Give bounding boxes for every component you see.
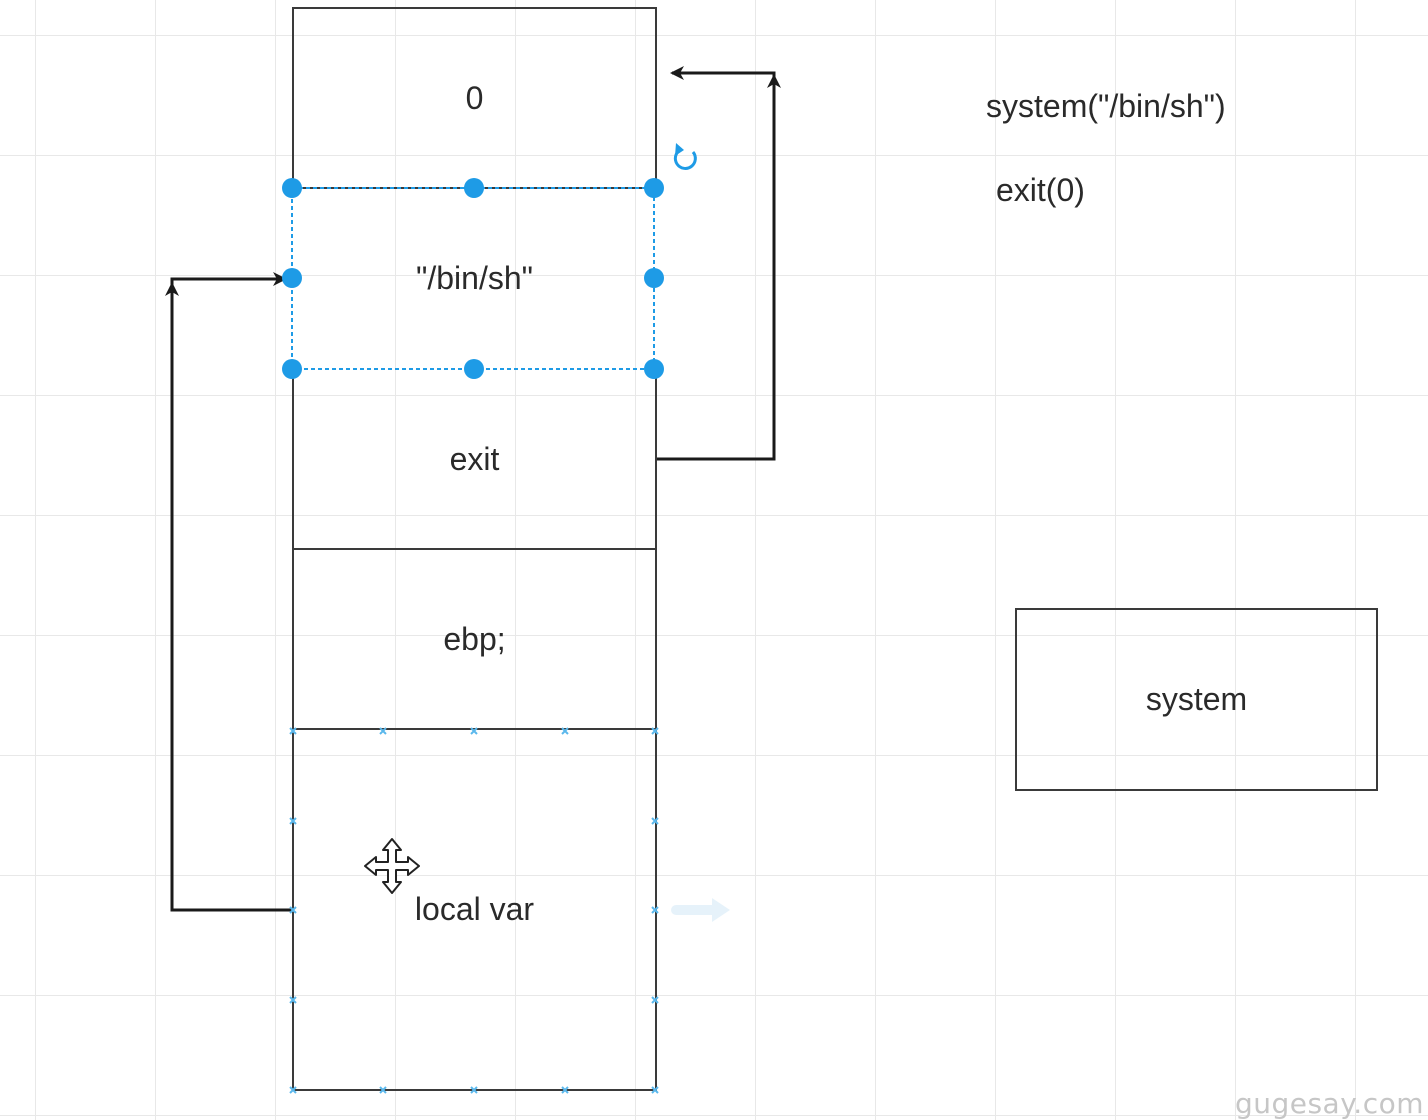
note-exit-call[interactable]: exit(0) [996, 172, 1085, 208]
stack-cell-exit[interactable]: exit [292, 368, 657, 550]
stack-cell-zero[interactable]: 0 [292, 7, 657, 189]
arrow-exit-to-zero[interactable] [657, 66, 776, 461]
stack-cell-exit-label: exit [449, 440, 500, 477]
stack-cell-zero-label: 0 [465, 79, 484, 116]
stack-cell-binsh-label: "/bin/sh" [416, 259, 533, 296]
stack-cell-local-var-label: local var [414, 891, 535, 927]
move-cursor-icon [364, 838, 420, 894]
note-system-call[interactable]: system("/bin/sh") [986, 88, 1226, 124]
arrow-localvar-to-binsh[interactable] [170, 272, 292, 912]
stack-cell-local-var[interactable]: local var [292, 728, 657, 1091]
system-box-label: system [1145, 681, 1248, 717]
stack-cell-binsh[interactable]: "/bin/sh" [292, 187, 657, 369]
system-box[interactable]: system [1015, 608, 1378, 791]
rotate-icon[interactable] [673, 143, 697, 170]
stack-cell-ebp[interactable]: ebp; [292, 548, 657, 730]
stack-cell-ebp-label: ebp; [443, 620, 506, 657]
watermark: gugesay.com [1234, 1087, 1424, 1120]
hover-connect-arrow[interactable] [671, 898, 730, 922]
